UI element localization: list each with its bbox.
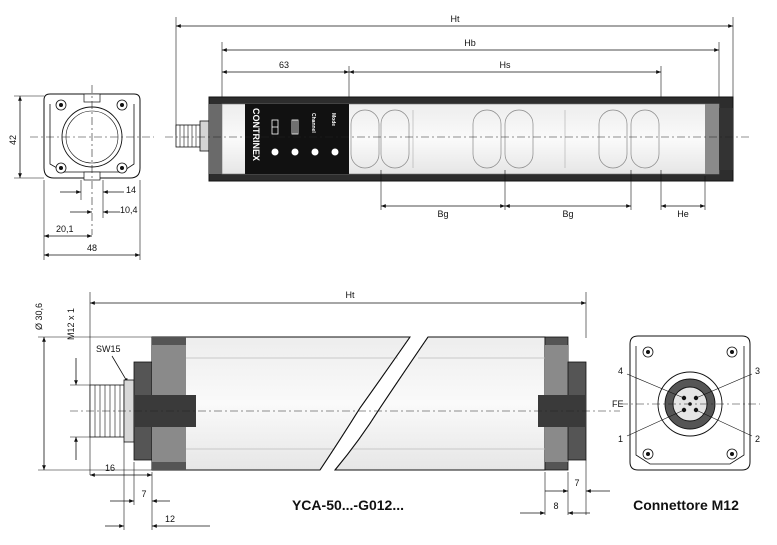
mode-label: Mode bbox=[330, 113, 336, 126]
m12-plug-top bbox=[175, 120, 210, 152]
lens-group-1 bbox=[350, 109, 410, 169]
leader-sw bbox=[111, 355, 129, 384]
dim-he-label: He bbox=[677, 209, 689, 219]
pin-1-label: 1 bbox=[618, 434, 623, 444]
dim-12-label: 12 bbox=[165, 514, 175, 524]
lens-group-2 bbox=[472, 109, 534, 169]
dim-hb-label: Hb bbox=[464, 38, 476, 48]
brand-label: CONTRINEX bbox=[251, 108, 261, 161]
break-line-2 bbox=[334, 336, 429, 471]
dim-ht-label: Ht bbox=[451, 14, 460, 24]
dim-48-label: 48 bbox=[87, 243, 97, 253]
dim-hs-label: Hs bbox=[500, 60, 511, 70]
dim-63-label: 63 bbox=[279, 60, 289, 70]
dip-switch-1 bbox=[271, 119, 279, 135]
dim-8-label: 8 bbox=[553, 501, 558, 511]
left-cap bbox=[209, 104, 222, 174]
dim-7b-label: 7 bbox=[574, 478, 579, 488]
dip-switch-2 bbox=[291, 119, 299, 135]
dim-20-1-label: 20,1 bbox=[56, 224, 74, 234]
top-view: Ht Hb 63 Hs CONTRINEX bbox=[165, 14, 750, 219]
dim-dia-label: Ø 30,6 bbox=[34, 303, 44, 330]
dim-14-label: 14 bbox=[126, 185, 136, 195]
break-line-1 bbox=[319, 336, 411, 471]
led-2-icon bbox=[291, 148, 299, 156]
dim-7a-label: 7 bbox=[141, 489, 146, 499]
lens-group-3 bbox=[598, 109, 660, 169]
pin-4-label: 4 bbox=[618, 366, 623, 376]
model-caption: YCA-50...-G012... bbox=[292, 497, 404, 513]
pin-2-label: 2 bbox=[755, 434, 760, 444]
led-3-icon bbox=[311, 148, 319, 156]
dim-42-label: 42 bbox=[8, 135, 18, 145]
led-4-icon bbox=[331, 148, 339, 156]
end-view: 42 14 10,4 20,1 48 bbox=[8, 85, 154, 260]
dim-m12-label: M12 x 1 bbox=[66, 308, 76, 340]
control-panel bbox=[245, 104, 349, 174]
dim-ht-side-label: Ht bbox=[346, 290, 355, 300]
side-view: Ht Ø 30,6 M12 x 1 SW15 bbox=[34, 290, 624, 530]
dim-sw-label: SW15 bbox=[96, 344, 121, 354]
dim-16-label: 16 bbox=[105, 463, 115, 473]
connector-view: 4 3 1 2 Connettore M12 bbox=[618, 335, 760, 513]
dim-bg2-label: Bg bbox=[562, 209, 573, 219]
dim-10-4-label: 10,4 bbox=[120, 205, 138, 215]
right-cap bbox=[719, 108, 733, 170]
channel-label: Channel bbox=[310, 113, 316, 133]
fe-label: FE bbox=[612, 399, 624, 409]
pin-3-label: 3 bbox=[755, 366, 760, 376]
led-1-icon bbox=[271, 148, 279, 156]
right-cap-inner bbox=[705, 104, 719, 174]
dim-bg1-label: Bg bbox=[437, 209, 448, 219]
connector-caption: Connettore M12 bbox=[633, 497, 739, 513]
